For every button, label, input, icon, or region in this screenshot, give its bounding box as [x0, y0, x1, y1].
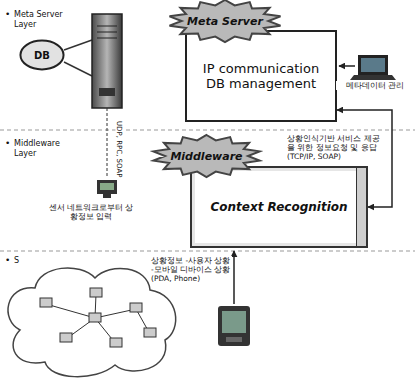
node-text: IP communication DB management [199, 61, 323, 91]
process-window: Context Recognition [190, 166, 368, 248]
link-line [107, 108, 108, 178]
bullet: • [4, 255, 11, 266]
layer-separator [0, 130, 415, 131]
layer-label: S [13, 256, 20, 266]
sensor-network-cloud [8, 268, 176, 377]
bullet: • [4, 9, 11, 20]
node-text-group: DB [34, 50, 50, 61]
node-text: Meta Server [187, 15, 263, 28]
process-box: IP communication DB management [185, 30, 337, 122]
input-arrow [233, 251, 235, 304]
layer-label: Meta Server Layer [13, 10, 75, 29]
note-label: 센서 네트워크로부터 상황정보 입력 [44, 203, 138, 221]
node-text-group: Meta Server [187, 15, 263, 28]
node-text: Context Recognition [210, 200, 347, 214]
bullet: • [4, 138, 11, 149]
database-oval: DB [20, 40, 64, 70]
note-label: 메타데이터 관리 [336, 81, 414, 90]
protocol-label: UDP, RPC, SOAP [115, 120, 123, 178]
node-text-group: Middleware [170, 150, 242, 163]
sensor-device [97, 180, 117, 198]
note-label: 상황인식기반 서비스 제공을 위한 정보요청 및 응답 (TCP/IP, SOA… [286, 134, 386, 161]
middleware-starburst: Middleware [152, 135, 261, 177]
node-text-group: IP communication DB management [199, 61, 323, 91]
node-text: Middleware [170, 150, 242, 163]
scrollbar [356, 168, 366, 246]
layer-separator [0, 251, 415, 252]
node-text-group: Context Recognition [210, 200, 347, 214]
node-text: DB [34, 50, 50, 61]
request-arrow [339, 65, 355, 67]
mobile-device [218, 306, 250, 346]
admin-computer [350, 55, 396, 80]
server-starburst: Meta Server [168, 0, 282, 42]
note-label: 상황정보 -사용자 상황 -모바일 디바이스 상황 (PDA, Phone) [150, 256, 232, 283]
layer-label: Middleware Layer [13, 139, 75, 158]
